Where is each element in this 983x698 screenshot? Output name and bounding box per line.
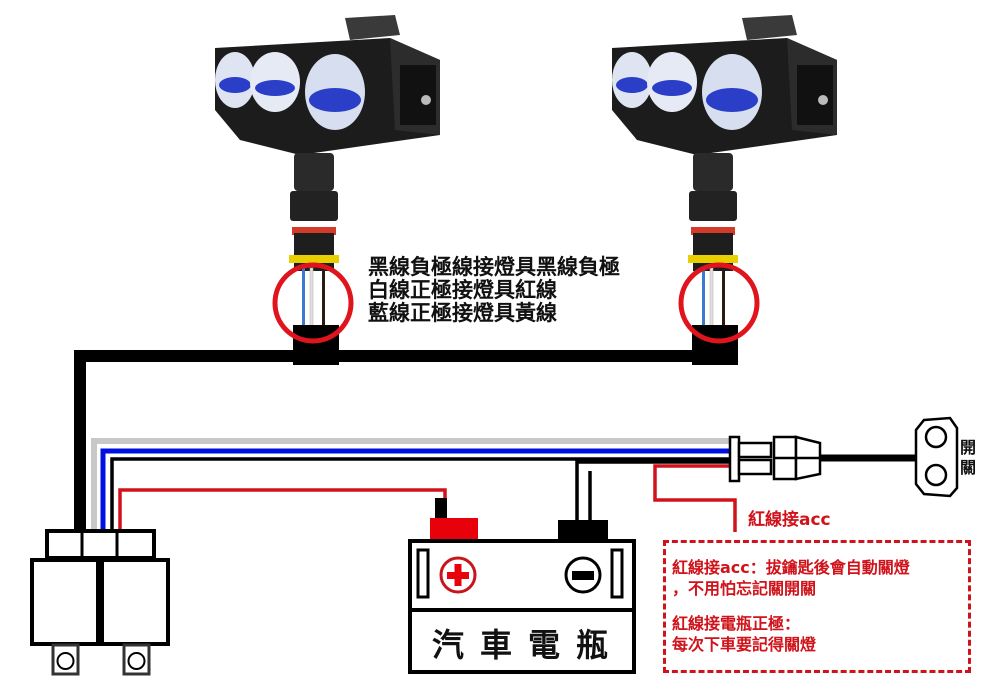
lamp-note-line-black: 黑線負極線接燈具黑線負極 — [368, 255, 620, 279]
led-lamp-left — [215, 15, 440, 155]
black-thin-wire — [110, 457, 730, 530]
led-lamp-right — [612, 15, 837, 155]
relay-unit — [30, 529, 170, 676]
white-wire — [91, 438, 730, 530]
battery-negative-terminal — [558, 520, 608, 540]
note-acc-line2: ，不用怕忘記關開關 — [672, 579, 817, 598]
highlight-circle-left — [272, 262, 354, 344]
note-acc-line1: 紅線接acc：拔鑰匙後會自動關燈 — [672, 558, 910, 577]
lamp-wiring-note: 黑線負極線接燈具黑線負極 白線正極接燈具紅線 藍線正極接燈具黃線 — [368, 256, 620, 325]
positive-icon — [439, 556, 477, 594]
battery-title: 汽車電瓶 — [432, 626, 625, 664]
red-wire-to-battery — [118, 488, 447, 530]
car-battery — [408, 498, 636, 674]
negative-icon — [564, 556, 602, 594]
lamp-note-line-white: 白線正極接燈具紅線 — [368, 278, 557, 302]
note-battery-line1: 紅線接電瓶正極： — [672, 614, 801, 633]
battery-positive-terminal — [430, 518, 478, 540]
switch-label: 開關 — [960, 438, 977, 477]
switch-connector — [728, 435, 822, 483]
lamp-note-line-blue: 藍線正極接燈具黃線 — [368, 301, 557, 325]
main-black-harness — [74, 350, 738, 530]
notes-box: 紅線接acc：拔鑰匙後會自動關燈 ，不用怕忘記關開關 紅線接電瓶正極： 每次下車… — [663, 540, 971, 673]
blue-wire — [100, 448, 730, 530]
red-wire-acc — [653, 464, 737, 532]
connector-left — [289, 153, 339, 365]
highlight-circle-right — [678, 262, 760, 344]
note-battery-line2: 每次下車要記得關燈 — [672, 635, 817, 654]
battery-negative-wire-outer — [575, 460, 730, 522]
switch-icon[interactable] — [914, 416, 959, 498]
acc-label: 紅線接acc — [748, 510, 831, 530]
